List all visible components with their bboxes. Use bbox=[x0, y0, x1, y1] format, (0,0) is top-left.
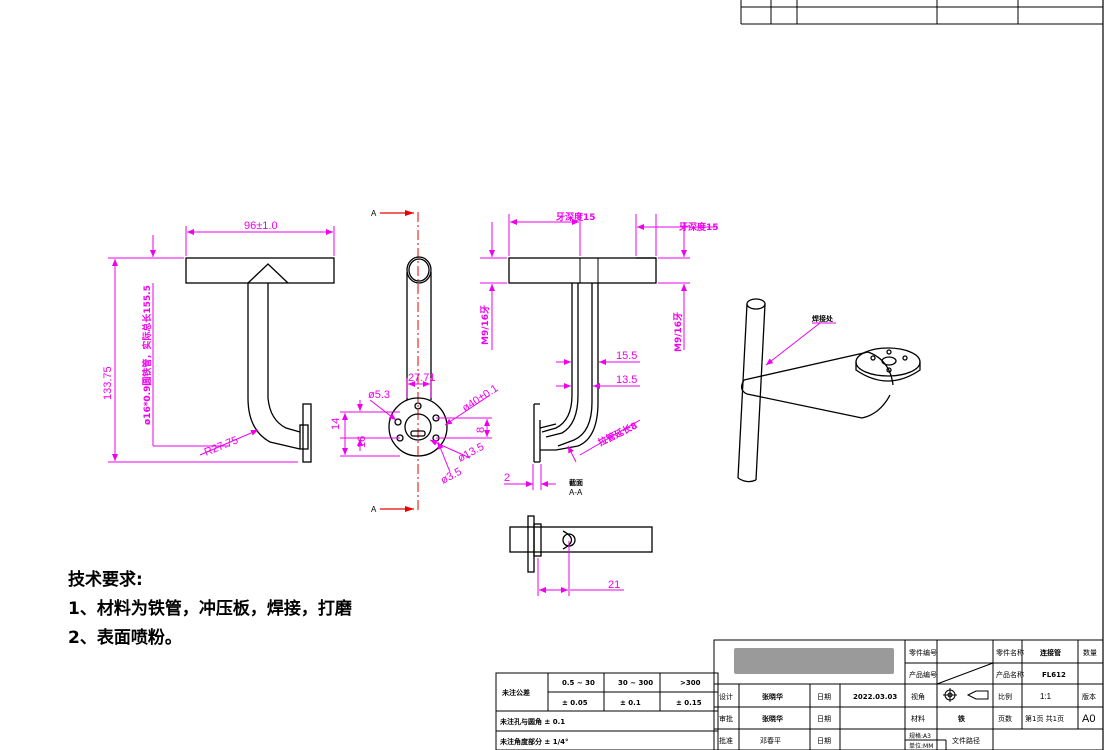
dim-height: 133.75 bbox=[102, 366, 114, 400]
weld-leader bbox=[765, 322, 836, 366]
section-view bbox=[508, 257, 657, 463]
dim-8: 8 bbox=[475, 427, 487, 433]
bottom-view bbox=[509, 515, 653, 573]
tb-version-label: 版本 bbox=[1082, 692, 1096, 701]
tb-pages: 第1页 共1页 bbox=[1025, 714, 1064, 723]
dim-thread-1: M9/16牙 bbox=[480, 305, 491, 345]
bottom-view-dims bbox=[537, 541, 624, 596]
dim-width: 96±1.0 bbox=[244, 220, 278, 232]
tolerance-range-1: 0.5 ~ 30 bbox=[562, 679, 595, 687]
tolerance-general-label: 未注公差 bbox=[502, 688, 530, 697]
notes-item-1: 1、材料为铁管，冲压板，焊接，打磨 bbox=[68, 599, 352, 619]
section-view-dims bbox=[480, 214, 715, 490]
dim-14: 14 bbox=[330, 418, 342, 430]
tb-part-name-label: 零件名称 bbox=[996, 648, 1024, 657]
weld-note: 焊接处 bbox=[812, 314, 834, 323]
tb-date-label-2: 日期 bbox=[817, 715, 831, 723]
dim-135b: 13.5 bbox=[616, 374, 637, 386]
section-caption: 截面 bbox=[569, 478, 583, 487]
tb-qty-label: 数量 bbox=[1083, 648, 1097, 657]
dim-d135: ø13.5 bbox=[456, 441, 486, 465]
dim-16: 16 bbox=[356, 436, 368, 448]
tb-view-label: 视角 bbox=[911, 692, 925, 701]
tb-designer: 张晓华 bbox=[762, 692, 783, 701]
tb-date: 2022.03.03 bbox=[853, 693, 897, 701]
dim-tooth-depth-1: 牙深度15 bbox=[556, 211, 596, 223]
isometric-view bbox=[737, 298, 921, 483]
tb-scale: 1:1 bbox=[1040, 692, 1052, 701]
dim-d53: ø5.3 bbox=[368, 389, 390, 401]
tb-approver: 邓春平 bbox=[760, 736, 781, 745]
dim-d40: ø40±0.1 bbox=[460, 383, 500, 415]
tb-check-label: 审批 bbox=[719, 714, 733, 723]
tb-path-label: 文件路径 bbox=[952, 736, 980, 745]
tb-spec: 规格:A3 bbox=[909, 732, 931, 740]
dim-pull-extend: 拉管延长8 bbox=[596, 419, 639, 448]
tolerance-hole: 未注孔与圆角 ± 0.1 bbox=[500, 717, 565, 726]
tb-part-name: 连接管 bbox=[1040, 648, 1061, 657]
notes-title: 技术要求: bbox=[68, 570, 143, 590]
tb-material: 铁 bbox=[958, 714, 965, 723]
dim-bend-radius: R27.75 bbox=[203, 434, 240, 458]
dim-2: 2 bbox=[504, 472, 510, 484]
tb-scale-label: 比例 bbox=[998, 692, 1012, 701]
technical-requirements: 技术要求: 1、材料为铁管，冲压板，焊接，打磨 2、表面喷粉。 bbox=[68, 566, 352, 653]
tb-prod-name-label: 产品名称 bbox=[996, 670, 1024, 679]
section-label-bottom: A bbox=[371, 505, 377, 514]
title-block bbox=[713, 639, 1104, 750]
tb-checker: 张晓华 bbox=[762, 714, 783, 723]
tolerance-value-2: ± 0.1 bbox=[620, 699, 641, 707]
sheet-border bbox=[740, 0, 1104, 750]
tolerance-value-1: ± 0.05 bbox=[562, 699, 588, 707]
company-logo-blurred bbox=[734, 648, 894, 674]
front-view bbox=[185, 257, 335, 463]
dim-21: 21 bbox=[608, 579, 620, 591]
dim-thread-2: M9/16牙 bbox=[673, 312, 684, 352]
tb-prod-no-label: 产品编号 bbox=[909, 670, 937, 679]
dim-155: 15.5 bbox=[616, 350, 637, 362]
tb-part-no-label: 零件编号 bbox=[909, 648, 937, 657]
dim-27: 27.71 bbox=[408, 372, 436, 384]
section-label-top: A bbox=[371, 209, 377, 218]
tb-unit: 单位:MM bbox=[909, 742, 933, 750]
dim-pipe-note: ø16*0.9圆铁管，实际总长155.5 bbox=[141, 285, 153, 425]
dim-tooth-depth-2: 牙深度15 bbox=[679, 221, 719, 233]
notes-item-2: 2、表面喷粉。 bbox=[68, 628, 182, 648]
front-view-dims bbox=[108, 226, 335, 463]
tb-version: A0 bbox=[1082, 713, 1095, 725]
tb-approve-label: 批准 bbox=[719, 736, 733, 745]
dim-d35: ø3.5 bbox=[439, 466, 464, 487]
tolerance-value-3: ± 0.15 bbox=[676, 699, 702, 707]
tb-date-label: 日期 bbox=[817, 693, 831, 701]
tolerance-range-3: >300 bbox=[680, 679, 701, 687]
tolerance-range-2: 30 ~ 300 bbox=[618, 679, 653, 687]
section-caption-aa: A-A bbox=[569, 488, 583, 497]
tolerance-angle: 未注角度部分 ± 1/4° bbox=[500, 737, 569, 746]
tb-pages-label: 页数 bbox=[998, 714, 1012, 723]
tb-material-label: 材料 bbox=[911, 714, 925, 723]
side-view bbox=[380, 210, 448, 512]
tb-design-label: 设计 bbox=[719, 692, 733, 701]
tb-date-label-3: 日期 bbox=[817, 737, 831, 745]
side-view-dims bbox=[340, 378, 492, 473]
projection-symbol-icon bbox=[943, 688, 989, 702]
tolerance-table bbox=[495, 672, 719, 750]
tb-prod-name: FL612 bbox=[1042, 671, 1066, 679]
